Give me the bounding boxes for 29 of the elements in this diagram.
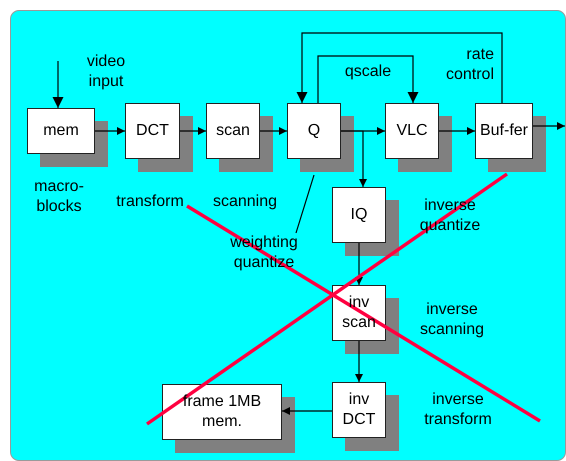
caption-text: scanning [212, 192, 278, 212]
caption-text: video input [86, 52, 126, 92]
leader-line [295, 174, 315, 234]
caption-text: transform [115, 192, 185, 212]
block-label: mem [43, 121, 79, 141]
arrow [260, 127, 287, 135]
block-label: Buf-fer [480, 121, 528, 141]
block-label: Q [308, 121, 320, 141]
arrow [341, 130, 367, 187]
block-label: inv DCT [342, 390, 376, 430]
block-label: frame 1MB mem. [182, 392, 262, 432]
arrow [95, 127, 125, 135]
block-label: VLC [396, 121, 428, 141]
caption-text: inverse transform [423, 390, 493, 430]
caption-text: inverse scanning [418, 300, 486, 340]
arrow [439, 127, 475, 135]
block-label: scan [216, 121, 250, 141]
block-label: DCT [136, 121, 169, 141]
arrow [180, 127, 206, 135]
block-label: IQ [350, 205, 368, 225]
block-label: inv scan [341, 293, 377, 333]
arrow [533, 122, 565, 130]
caption-text: macro-blocks [33, 177, 85, 217]
arrow [282, 407, 332, 415]
arrow [355, 243, 363, 285]
arrow [355, 341, 363, 382]
arrow [317, 55, 418, 103]
arrow [296, 32, 503, 103]
arrow [52, 61, 64, 108]
